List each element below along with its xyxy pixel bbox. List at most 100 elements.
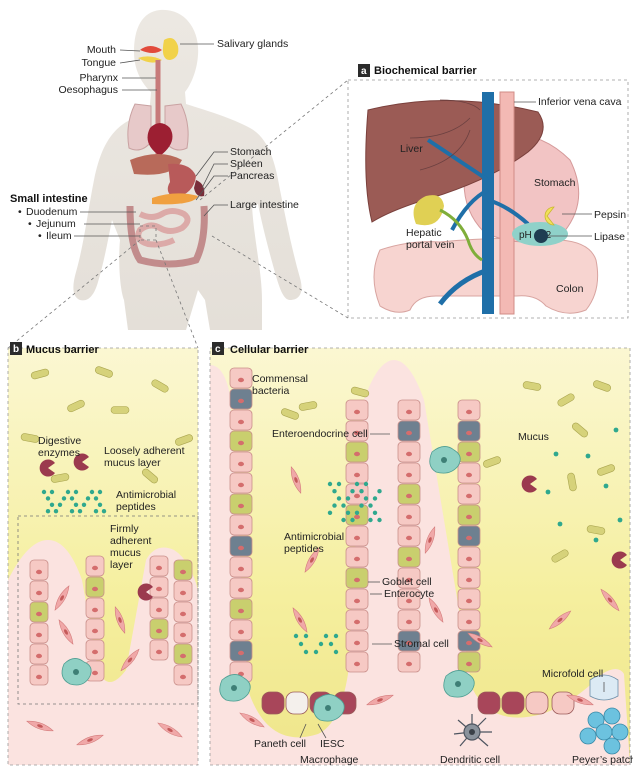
antimicrobial-peptide: [98, 503, 102, 507]
antimicrobial-peptide: [614, 428, 619, 433]
label-commensal-2: bacteria: [252, 385, 290, 397]
label-stomach: Stomach: [230, 146, 272, 158]
antimicrobial-peptide: [368, 518, 372, 522]
antimicrobial-peptide: [82, 503, 86, 507]
label-loosely-1: Loosely adherent: [104, 445, 185, 457]
label-salivary-glands: Salivary glands: [217, 38, 288, 50]
antimicrobial-peptide: [346, 511, 350, 515]
cell-nucleus: [354, 599, 360, 603]
antimicrobial-peptide: [364, 482, 368, 486]
cell-nucleus: [92, 587, 98, 591]
label-stromal: Stromal cell: [394, 638, 449, 650]
antimicrobial-peptide: [314, 650, 318, 654]
cell-nucleus: [466, 473, 472, 477]
antimicrobial-peptide: [355, 511, 359, 515]
label-stomach-a: Stomach: [534, 177, 576, 189]
panel-a-title: Biochemical barrier: [374, 65, 477, 77]
antimicrobial-peptide: [328, 511, 332, 515]
antimicrobial-peptide: [377, 489, 381, 493]
label-firmly-1: Firmly: [110, 523, 139, 535]
label-antimicrobial-b-2: peptides: [116, 501, 156, 513]
label-lipase: Lipase: [594, 231, 625, 243]
antimicrobial-peptide: [319, 642, 323, 646]
label-goblet: Goblet cell: [382, 576, 432, 588]
antimicrobial-peptide: [62, 496, 66, 500]
cell-nucleus: [466, 494, 472, 498]
cell-nucleus: [36, 675, 42, 679]
cell-nucleus: [180, 675, 186, 679]
antimicrobial-peptide: [94, 496, 98, 500]
antimicrobial-peptide: [373, 511, 377, 515]
antimicrobial-peptide: [332, 489, 336, 493]
label-spleen: Spleen: [230, 158, 263, 170]
antimicrobial-peptide: [86, 496, 90, 500]
label-digestive: Digestive: [38, 435, 81, 447]
cell-nucleus: [354, 536, 360, 540]
cell-nucleus: [406, 536, 412, 540]
cell-nucleus: [466, 410, 472, 414]
cell-nucleus: [354, 557, 360, 561]
cell-nucleus: [156, 650, 162, 654]
cell-nucleus: [92, 650, 98, 654]
cell-nucleus: [406, 557, 412, 561]
cell-nucleus: [238, 420, 244, 424]
label-liver: Liver: [400, 143, 423, 155]
cell-nucleus: [180, 612, 186, 616]
antimicrobial-peptide: [368, 503, 372, 507]
cell-nucleus: [238, 651, 244, 655]
cell-nucleus: [354, 410, 360, 414]
cell-nucleus: [238, 630, 244, 634]
label-portal-vein: portal vein: [406, 239, 455, 251]
cell-nucleus: [466, 662, 472, 666]
cell-nucleus: [238, 504, 244, 508]
enterocyte-cell: [526, 692, 548, 714]
cell-nucleus: [466, 452, 472, 456]
lipase-icon: [534, 229, 548, 243]
label-mouth: Mouth: [87, 44, 116, 56]
antimicrobial-peptide: [46, 509, 50, 513]
panel-b-badge-letter: b: [13, 344, 19, 355]
antimicrobial-peptide: [586, 454, 591, 459]
label-antimicrobial-b-1: Antimicrobial: [116, 489, 176, 501]
cell-nucleus: [354, 452, 360, 456]
antimicrobial-peptide: [341, 518, 345, 522]
cell-nucleus: [406, 494, 412, 498]
cell-nucleus: [238, 462, 244, 466]
antimicrobial-peptide: [337, 482, 341, 486]
antimicrobial-peptide: [90, 490, 94, 494]
cell-nucleus: [238, 588, 244, 592]
cell-nucleus: [180, 633, 186, 637]
label-jejunum: Jejunum: [36, 218, 76, 230]
cell-nucleus: [36, 633, 42, 637]
cell-nucleus: [354, 473, 360, 477]
antimicrobial-peptide: [350, 518, 354, 522]
antimicrobial-peptide: [324, 634, 328, 638]
cell-nucleus: [238, 441, 244, 445]
antimicrobial-peptide: [98, 490, 102, 494]
antimicrobial-peptide: [328, 482, 332, 486]
label-tongue: Tongue: [82, 57, 117, 69]
label-antimicrobial-c-2: peptides: [284, 543, 324, 555]
cell-nucleus: [466, 431, 472, 435]
cell-nucleus: [36, 612, 42, 616]
cell-nucleus: [354, 641, 360, 645]
antimicrobial-peptide: [304, 650, 308, 654]
bullet-duodenum: •: [18, 206, 22, 218]
label-firmly-4: layer: [110, 559, 133, 571]
antimicrobial-peptide: [618, 518, 623, 523]
cell-nucleus: [466, 620, 472, 624]
cell-nucleus: [238, 546, 244, 550]
inferior-vena-cava-shape: [500, 92, 514, 314]
antimicrobial-peptide: [373, 496, 377, 500]
antimicrobial-peptide: [50, 490, 54, 494]
antimicrobial-peptide: [341, 503, 345, 507]
label-commensal-1: Commensal: [252, 373, 308, 385]
cell-nucleus: [238, 525, 244, 529]
paneth-cell: [478, 692, 500, 714]
cell-nucleus: [156, 566, 162, 570]
cell-nucleus: [180, 591, 186, 595]
antimicrobial-peptide: [329, 642, 333, 646]
antimicrobial-peptide: [377, 518, 381, 522]
cell-nucleus: [354, 662, 360, 666]
label-large-intestine: Large intestine: [230, 199, 299, 211]
